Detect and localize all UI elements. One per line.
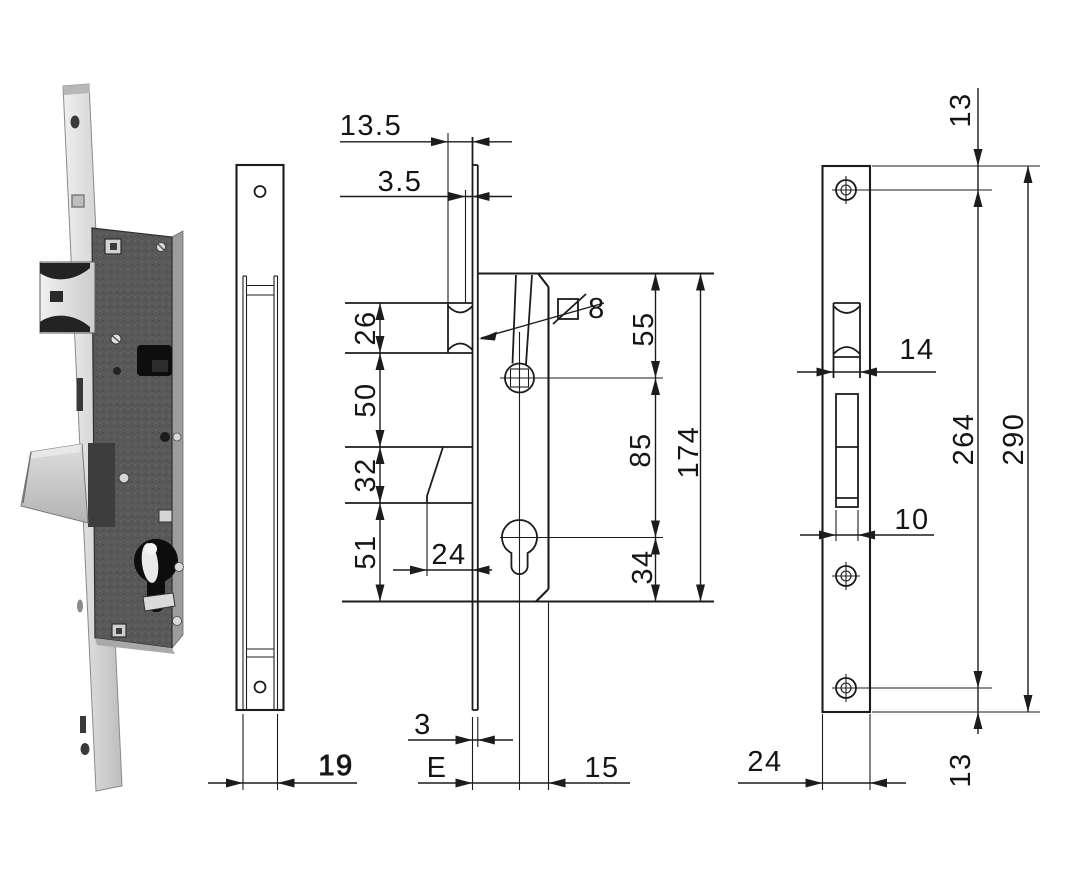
photo-body-bottom-face — [95, 638, 175, 654]
section-case — [342, 272, 714, 603]
section-roller-latch — [345, 302, 474, 354]
dim-3-5: 3.5 — [340, 166, 512, 201]
photo-roller-groove-bottom — [40, 315, 90, 332]
photo-plate-mark — [71, 194, 85, 208]
photo-faceplate-slot — [76, 378, 83, 411]
photo-spindle-hole-inner — [152, 360, 168, 372]
faceplate-front-view: 19 — [208, 163, 357, 790]
dim-label-34: 34 — [627, 549, 659, 584]
dim-label-13-top: 13 — [945, 92, 977, 127]
dim-label-264: 264 — [948, 413, 980, 466]
dim-24-strike: 24 — [738, 714, 906, 790]
dim-label-E: E — [427, 752, 448, 784]
strike-screw-hole-bottom — [832, 674, 860, 702]
photo-wedge-top-face — [27, 444, 82, 459]
photo-top-screw-hole — [70, 115, 80, 129]
faceplate-bottom-hole — [253, 680, 267, 694]
dim-label-19: 19 — [318, 750, 353, 782]
square-symbol — [557, 298, 579, 320]
dim-290: 290 — [998, 166, 1033, 712]
dim-label-3-5: 3.5 — [378, 166, 423, 198]
photo-roller-groove-top — [40, 263, 90, 280]
photo-stud-square — [158, 509, 173, 523]
photo-faceplate-top-cap — [63, 84, 90, 95]
strike-plate-view: 14 10 13 264 13 — [738, 88, 1040, 790]
dim-10: 10 — [800, 504, 934, 540]
photo-cam-bar — [142, 592, 176, 612]
photo-small-hole — [113, 367, 121, 375]
photo-stud — [118, 472, 130, 484]
photo-screw-right-3 — [172, 616, 182, 626]
dim-label-32: 32 — [350, 457, 382, 492]
dim-label-15: 15 — [584, 752, 619, 784]
strike-roller-cutout — [832, 302, 861, 378]
dim-label-24-strike: 24 — [747, 746, 782, 778]
lock-section-view: 13.5 3.5 — [340, 110, 714, 790]
dim-19: 19 — [208, 714, 357, 790]
photo-lower-slot — [80, 716, 86, 733]
photo-dark-hole-right — [160, 432, 170, 442]
dim-label-290: 290 — [998, 413, 1030, 466]
dim-label-50: 50 — [350, 382, 382, 417]
dim-label-3: 3 — [414, 709, 432, 741]
lock-photo — [20, 83, 184, 792]
section-cylinder — [500, 519, 663, 575]
photo-screw-right-1 — [172, 432, 182, 442]
photo-wedge-shadow — [88, 443, 115, 527]
dim-13-5: 13.5 — [340, 110, 512, 147]
dim-label-24-section: 24 — [431, 539, 466, 571]
dims-264-13: 13 264 13 — [945, 88, 983, 788]
callout-square-8: 8 — [479, 293, 606, 341]
dim-label-13-bottom: 13 — [945, 752, 977, 787]
section-hook-bolt — [345, 446, 473, 504]
dim-label-174: 174 — [673, 426, 705, 479]
photo-plate-dent — [77, 599, 83, 613]
dim-24-section: 24 — [393, 539, 492, 575]
dim-14: 14 — [797, 334, 936, 377]
faceplate-top-hole — [253, 185, 267, 198]
dim-label-55: 55 — [628, 311, 660, 346]
dim-label-14: 14 — [899, 334, 934, 366]
dims-right-chain: 55 85 34 174 — [625, 273, 705, 602]
faceplate-outline — [235, 163, 285, 712]
photo-bottom-screw-hole — [80, 743, 90, 755]
dim-label-85: 85 — [625, 432, 657, 467]
dim-label-10: 10 — [894, 504, 929, 536]
faceplate-channel — [242, 275, 279, 710]
dim-label-26: 26 — [350, 310, 382, 345]
photo-roller-slot — [50, 291, 63, 302]
dim-3: 3 — [408, 709, 513, 745]
photo-top-fitting-pin — [110, 243, 117, 250]
strike-screw-hole-middle — [832, 562, 860, 590]
strike-outline — [821, 164, 872, 714]
dim-label-8: 8 — [588, 293, 606, 325]
strike-screw-hole-top — [832, 176, 860, 204]
dim-label-51: 51 — [350, 534, 382, 569]
strike-latch-slot — [835, 393, 859, 541]
dim-label-13-5: 13.5 — [340, 110, 402, 142]
photo-screw-right-2 — [174, 562, 184, 572]
dims-left-chain: 26 50 32 51 — [350, 303, 385, 602]
dim-E-15: E 15 — [418, 601, 630, 790]
